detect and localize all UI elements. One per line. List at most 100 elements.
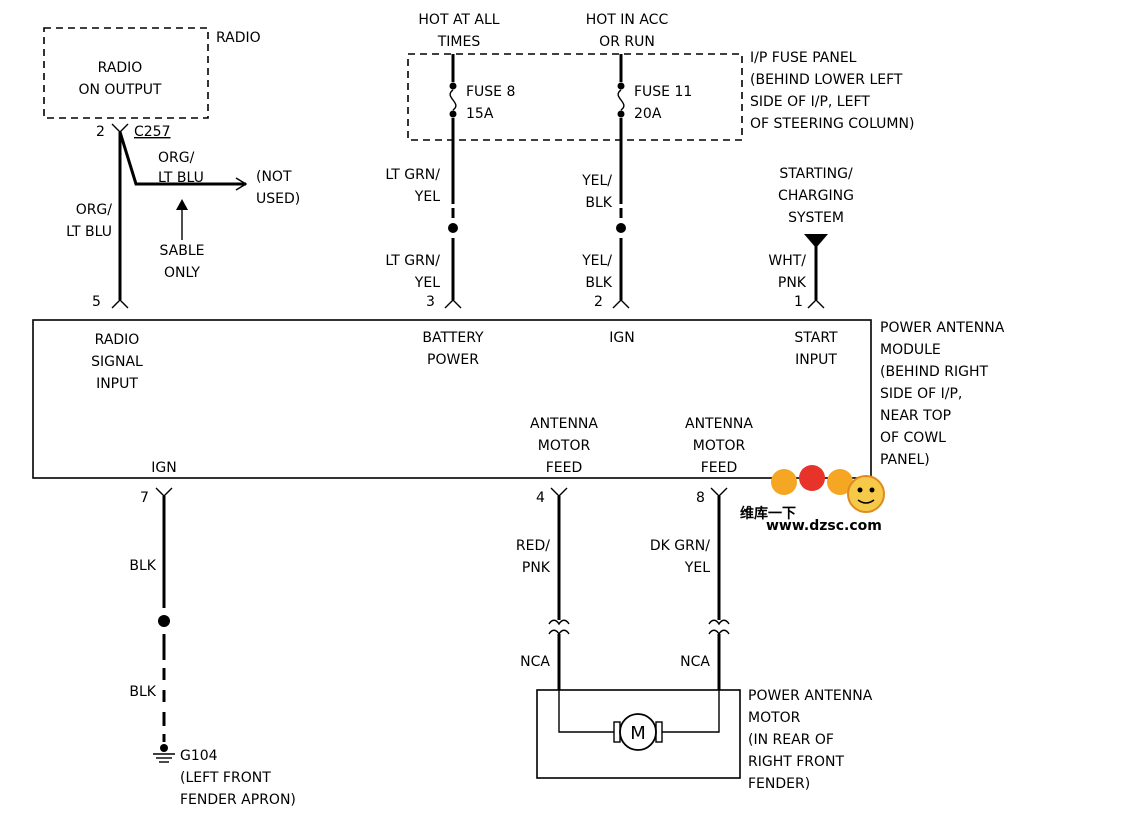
feed8-inline-connector-top	[708, 619, 730, 626]
fuse8-symbol	[449, 89, 457, 111]
ign-pin-connector	[612, 299, 630, 309]
antenna-feed-a-2: MOTOR	[538, 438, 591, 454]
motor-label-1: POWER ANTENNA	[748, 688, 873, 704]
motor-brush-left	[613, 721, 621, 743]
watermark-badge-2	[799, 465, 825, 491]
connector-c257: C257	[134, 124, 171, 140]
ground-location-1: (LEFT FRONT	[180, 770, 271, 786]
motor-label-3: (IN REAR OF	[748, 732, 834, 748]
feed8-wire-color-1: DK GRN/	[650, 538, 710, 554]
fuse11-symbol	[617, 89, 625, 111]
feed8-inline-connector-bottom	[708, 629, 730, 636]
motor-internal-wire-right	[662, 690, 720, 733]
radio-dashed-box	[43, 27, 209, 119]
ign-pin-number: 2	[594, 294, 603, 310]
motor-feed-section: 4 RED/ PNK NCA 8 DK GRN/ YEL NCA	[516, 487, 730, 690]
ground-splice	[158, 615, 170, 627]
hot-at-all-times-1: HOT AT ALL	[418, 12, 499, 28]
module-label-6: OF COWL	[880, 430, 946, 446]
motor-symbol: M	[630, 723, 646, 744]
radio-connector-symbol	[111, 123, 129, 133]
module-label-1: POWER ANTENNA	[880, 320, 1005, 336]
antenna-feed-a-1: ANTENNA	[530, 416, 598, 432]
start-input-1: START	[794, 330, 838, 346]
branch-wire-not-used	[118, 131, 246, 186]
hot-in-acc-2: OR RUN	[599, 34, 655, 50]
ground-location-2: FENDER APRON)	[180, 792, 296, 808]
ground-section: 7 BLK BLK G104 (LEFT FRONT FENDER APRON)	[129, 487, 296, 808]
watermark-badge-1	[771, 469, 797, 495]
starting-label-1: STARTING/	[779, 166, 853, 182]
feed8-pin-connector	[710, 487, 728, 497]
hot-at-all-times-2: TIMES	[437, 34, 481, 50]
ground-terminal	[160, 744, 168, 752]
feed4-wire-color-1: RED/	[516, 538, 550, 554]
mascot-eye-left	[857, 487, 863, 493]
radio-wire-color-2: LT BLU	[66, 224, 112, 240]
battery-power-2: POWER	[427, 352, 479, 368]
mascot-eye-right	[869, 487, 875, 493]
module-label-2: MODULE	[880, 342, 941, 358]
motor-label-5: FENDER)	[748, 776, 810, 792]
module-label-7: PANEL)	[880, 452, 930, 468]
power-antenna-motor: M POWER ANTENNA MOTOR (IN REAR OF RIGHT …	[536, 688, 873, 792]
antenna-feed-b-2: MOTOR	[693, 438, 746, 454]
mascot-smile	[857, 499, 875, 504]
battery-power-1: BATTERY	[422, 330, 484, 346]
starting-label-2: CHARGING	[778, 188, 854, 204]
feed8-nca: NCA	[680, 654, 710, 670]
module-box	[32, 319, 872, 479]
fuse11-terminal-bottom	[617, 110, 625, 118]
fuse8-terminal-top	[449, 82, 457, 90]
sable-only-label-2: ONLY	[164, 265, 200, 281]
radio-pin5-connector	[111, 299, 129, 309]
motor-icon	[619, 713, 657, 751]
fuse-panel-label-4: OF STEERING COLUMN)	[750, 116, 914, 132]
feed4-nca: NCA	[520, 654, 550, 670]
battery-wire-color-upper-2: YEL	[414, 189, 440, 205]
watermark-badge-3	[827, 469, 853, 495]
antenna-feed-b-3: FEED	[701, 460, 738, 476]
feed4-pin-number: 4	[536, 490, 545, 506]
fuse8-name: FUSE 8	[466, 84, 515, 100]
antenna-feed-a-3: FEED	[546, 460, 583, 476]
radio-pin-number: 2	[96, 124, 105, 140]
ign-wire-color-lower-2: BLK	[585, 275, 612, 291]
battery-wire-color-lower-2: YEL	[414, 275, 440, 291]
module-label-5: NEAR TOP	[880, 408, 951, 424]
watermark-logo: 维库一下 www.dzsc.com	[740, 465, 885, 534]
module-label-4: SIDE OF I/P,	[880, 386, 962, 402]
fuse-panel-label-3: SIDE OF I/P, LEFT	[750, 94, 870, 110]
feed4-inline-connector-bottom	[548, 629, 570, 636]
fuse11-name: FUSE 11	[634, 84, 692, 100]
not-used-label-1: (NOT	[256, 169, 292, 185]
start-pin-number: 1	[794, 294, 803, 310]
antenna-feed-b-1: ANTENNA	[685, 416, 753, 432]
fuse-panel-label-2: (BEHIND LOWER LEFT	[750, 72, 903, 88]
fuse-panel-label-1: I/P FUSE PANEL	[750, 50, 857, 66]
branch-wire-color-2: LT BLU	[158, 170, 204, 186]
ground-pin-number: 7	[140, 490, 149, 506]
radio-box-title: RADIO	[216, 30, 261, 46]
motor-label-2: MOTOR	[748, 710, 801, 726]
battery-pin-connector	[444, 299, 462, 309]
motor-box	[536, 689, 741, 779]
module-label-3: (BEHIND RIGHT	[880, 364, 989, 380]
watermark-text-cn: 维库一下	[740, 505, 796, 522]
ign-wire-color-upper-1: YEL/	[581, 173, 612, 189]
fuse-panel-section: HOT AT ALL TIMES HOT IN ACC OR RUN I/P F…	[407, 12, 914, 141]
ign-wire-color-lower-1: YEL/	[581, 253, 612, 269]
starting-section: STARTING/ CHARGING SYSTEM WHT/ PNK 1	[768, 166, 854, 310]
sable-only-label-1: SABLE	[160, 243, 205, 259]
branch-wire-color-1: ORG/	[158, 150, 195, 166]
battery-wire-color-upper-1: LT GRN/	[385, 167, 440, 183]
motor-internal-wire-left	[558, 690, 614, 733]
fuse11-terminal-top	[617, 82, 625, 90]
fuse8-rating: 15A	[466, 106, 494, 122]
ground-wire-color-upper: BLK	[129, 558, 156, 574]
ground-name-g104: G104	[180, 748, 218, 764]
fuse-panel-dashed-box	[407, 53, 743, 141]
fuse11-rating: 20A	[634, 106, 662, 122]
starting-label-3: SYSTEM	[788, 210, 844, 226]
